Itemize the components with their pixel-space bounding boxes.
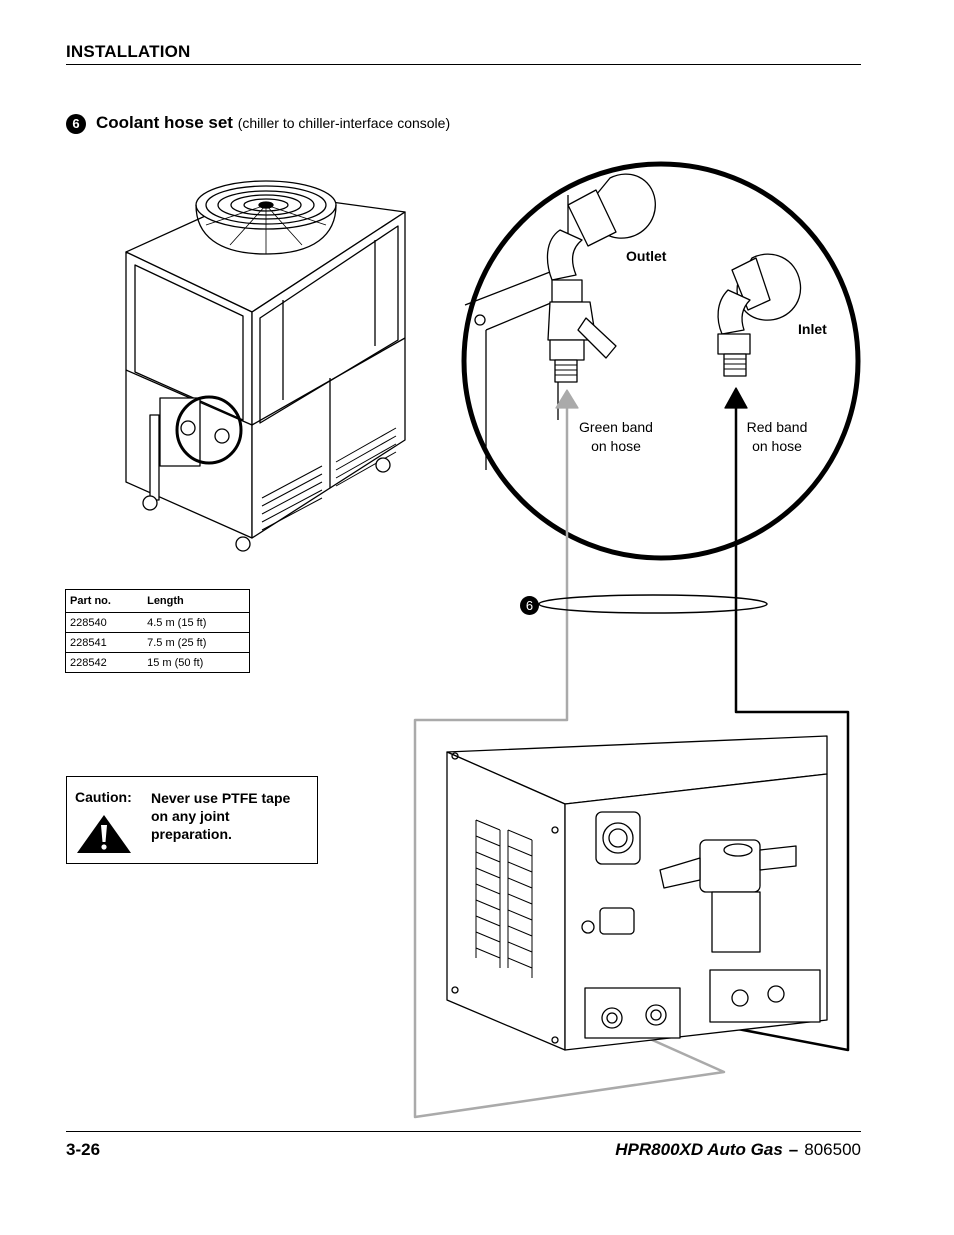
- product-name: HPR800XD Auto Gas: [615, 1140, 783, 1159]
- footer-rule: [66, 1131, 861, 1132]
- table-row: 228541 7.5 m (25 ft): [65, 632, 250, 653]
- red-band-line-1: Red band: [746, 419, 808, 435]
- column-header-part-no: Part no.: [65, 589, 144, 613]
- part-number-cell: 228540: [70, 616, 107, 629]
- magnified-detail: [461, 161, 861, 561]
- chiller-interface-console: [446, 735, 828, 1051]
- header-rule: [66, 64, 861, 65]
- part-number-cell: 228541: [65, 632, 144, 653]
- caution-box: Caution: Never use PTFE tape on any join…: [66, 776, 318, 864]
- parts-table-header-row: Part no. Length: [65, 589, 250, 613]
- length-cell: 15 m (50 ft): [143, 652, 250, 673]
- step-subtitle: (chiller to chiller-interface console): [237, 115, 451, 131]
- length-cell: 7.5 m (25 ft): [143, 632, 250, 653]
- chiller-unit: [125, 180, 406, 552]
- outlet-label: Outlet: [626, 248, 667, 264]
- red-band-note: Red band on hose: [727, 418, 827, 456]
- table-row: 228540 4.5 m (15 ft): [66, 613, 250, 633]
- table-row: 228542 15 m (50 ft): [65, 652, 250, 673]
- green-band-line-1: Green band: [579, 419, 653, 435]
- page-number: 3-26: [66, 1140, 101, 1159]
- length-cell: 4.5 m (15 ft): [147, 616, 207, 629]
- document-number: 806500: [804, 1140, 861, 1159]
- inlet-label: Inlet: [798, 321, 827, 337]
- column-header-length: Length: [143, 589, 250, 613]
- caution-label: Caution:: [75, 789, 132, 805]
- section-title: INSTALLATION: [66, 42, 191, 61]
- part-number-cell: 228542: [65, 652, 144, 673]
- footer-document-info: HPR800XD Auto Gas–806500: [615, 1140, 861, 1160]
- parts-table: Part no. Length 228540 4.5 m (15 ft) 228…: [65, 589, 250, 673]
- step-number-badge: 6: [66, 114, 86, 134]
- red-band-line-2: on hose: [752, 438, 802, 454]
- step-title: Coolant hose set: [96, 113, 233, 132]
- green-band-note: Green band on hose: [566, 418, 666, 456]
- green-band-line-2: on hose: [591, 438, 641, 454]
- warning-triangle-icon: [77, 815, 131, 853]
- step-heading: Coolant hose set (chiller to chiller-int…: [96, 113, 450, 133]
- caution-text: Never use PTFE tape on any joint prepara…: [151, 790, 291, 842]
- footer-separator: –: [788, 1140, 799, 1159]
- hose-item-badge: 6: [520, 596, 539, 615]
